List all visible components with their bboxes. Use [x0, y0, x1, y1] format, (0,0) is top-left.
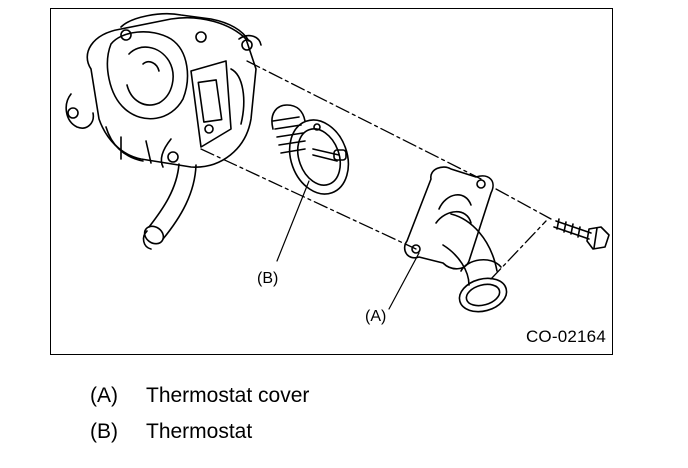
thermostat-cover-part — [403, 166, 508, 313]
legend: (A) Thermostat cover (B) Thermostat — [90, 384, 309, 456]
callout-a: (A) — [365, 308, 387, 325]
figure-code: CO-02164 — [525, 327, 606, 346]
legend-item: (A) Thermostat cover — [90, 384, 309, 420]
legend-key: (B) — [90, 420, 118, 443]
engine-housing — [65, 12, 262, 168]
legend-item: (B) Thermostat — [90, 420, 309, 456]
coolant-hose — [142, 163, 197, 250]
legend-text: Thermostat cover — [146, 384, 310, 407]
callout-b: (B) — [257, 270, 279, 287]
bolt-part — [553, 218, 610, 250]
thermostat-part — [271, 104, 350, 195]
legend-text: Thermostat — [146, 420, 253, 443]
legend-key: (A) — [90, 384, 118, 407]
assembly-guide-lines — [200, 60, 552, 280]
thermostat-exploded-view — [65, 12, 610, 313]
diagram-frame: (B) (A) CO-02164 — [50, 8, 613, 355]
leader-lines — [276, 180, 420, 310]
